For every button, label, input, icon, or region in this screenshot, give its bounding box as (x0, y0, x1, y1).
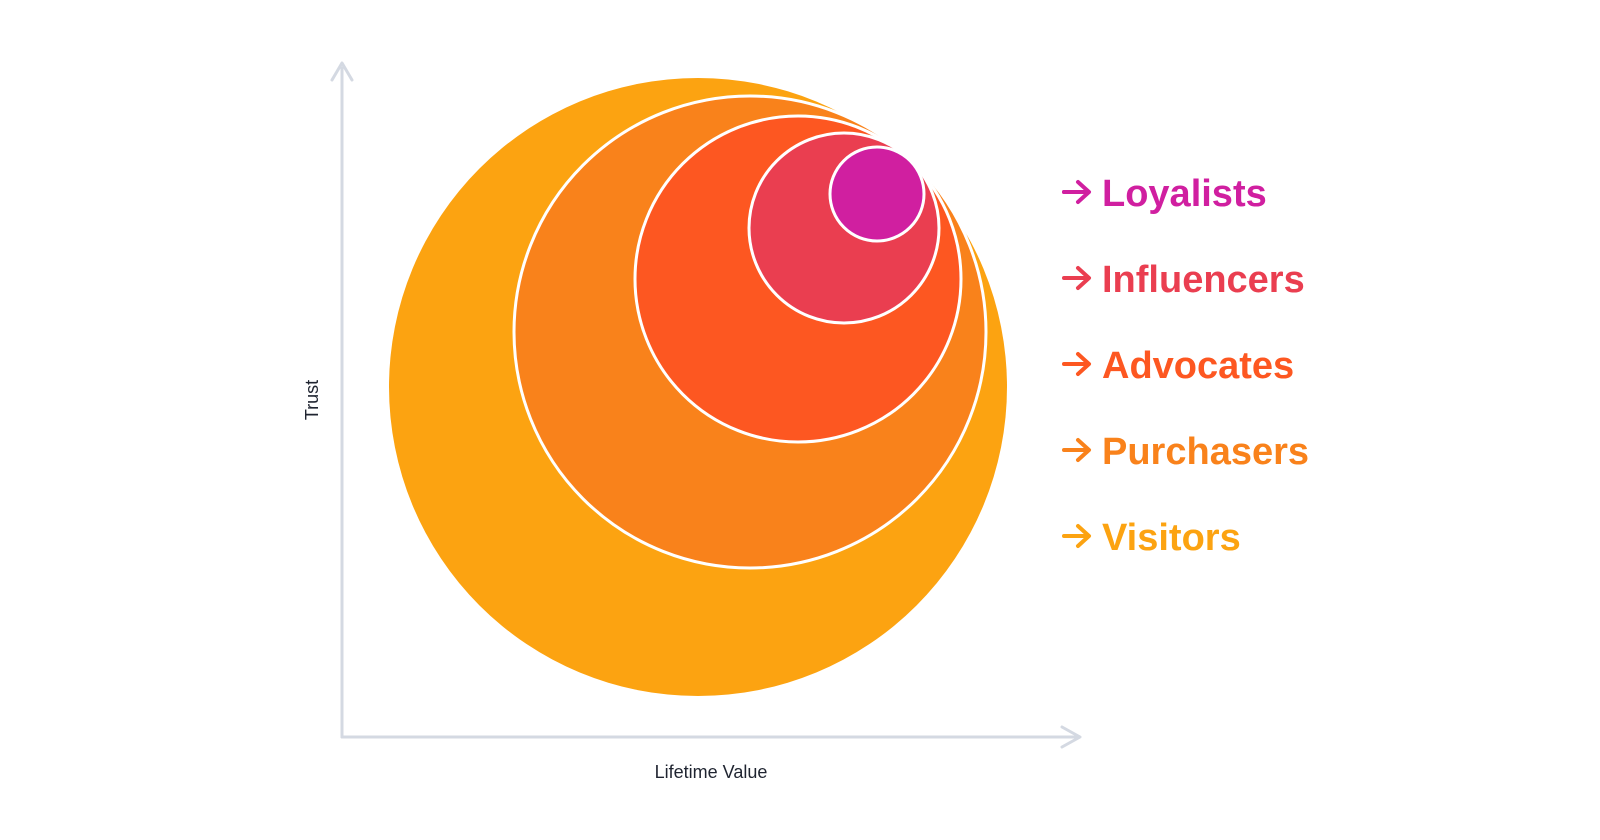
legend-item-influencers: Influencers (1062, 259, 1305, 301)
legend-item-loyalists: Loyalists (1062, 173, 1267, 215)
legend-label-influencers: Influencers (1102, 259, 1305, 301)
legend-label-purchasers: Purchasers (1102, 431, 1309, 473)
legend-label-visitors: Visitors (1102, 517, 1241, 559)
y-axis-label: Trust (302, 380, 322, 420)
x-axis-label: Lifetime Value (655, 762, 768, 782)
legend-item-purchasers: Purchasers (1062, 431, 1309, 473)
x-axis-arrow-icon (1060, 725, 1082, 749)
legend-label-advocates: Advocates (1102, 345, 1294, 387)
axes: Lifetime Value Trust (302, 61, 1082, 782)
arrow-head (1076, 438, 1091, 462)
legend: Loyalists Influencers Advocates Purchase… (1062, 173, 1309, 559)
legend-item-visitors: Visitors (1062, 517, 1241, 559)
arrow-head (1076, 180, 1091, 204)
legend-item-advocates: Advocates (1062, 345, 1294, 387)
y-axis-arrow-icon (330, 61, 354, 82)
arrow-head (1076, 524, 1091, 548)
legend-label-loyalists: Loyalists (1102, 173, 1267, 215)
arrow-head (1076, 266, 1091, 290)
circle-loyalists (828, 145, 926, 243)
arrow-head (1076, 352, 1091, 376)
segment-circles (389, 78, 1007, 696)
